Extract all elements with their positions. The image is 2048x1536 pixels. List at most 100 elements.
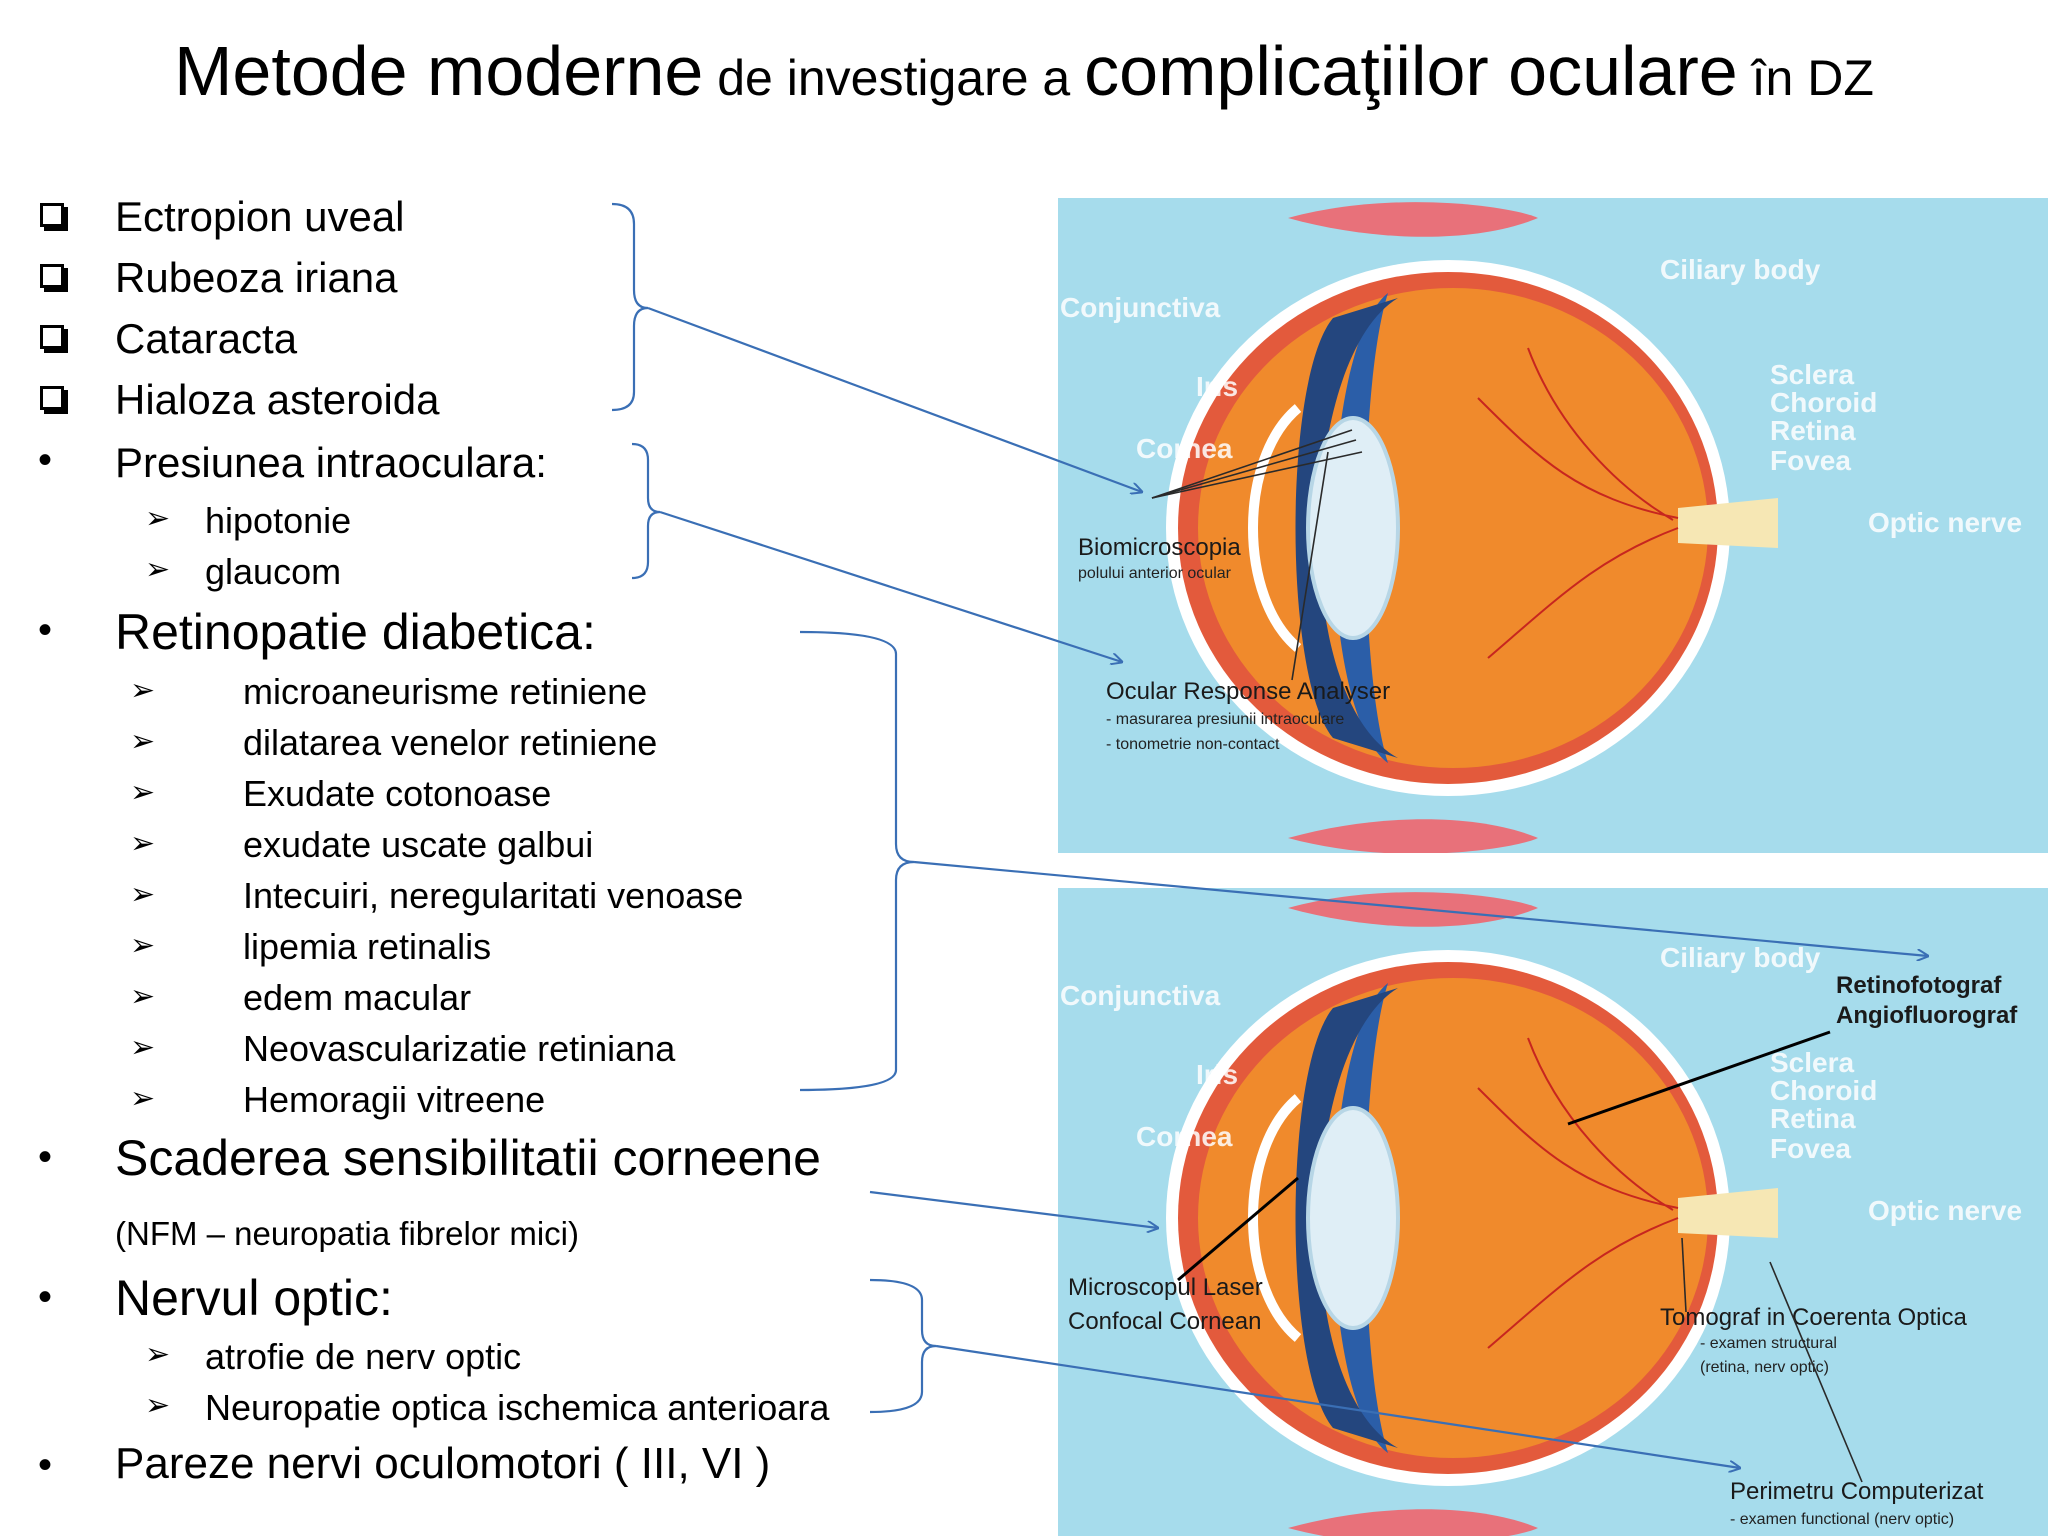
list-item-glaucoma: glaucom: [205, 551, 342, 592]
list-item-retinopathy: Retinopatie diabetica:: [115, 604, 596, 660]
arrow-marker: ➢: [130, 674, 156, 707]
arrow-marker: ➢: [130, 878, 156, 911]
label-biomicroscopy: Biomicroscopia: [1078, 534, 1241, 561]
list-item-corneal-sensitivity: Scaderea sensibilitatii corneene: [115, 1130, 821, 1186]
arrow-marker: ➢: [145, 553, 171, 586]
list-item-oculomotor-paresis: Pareze nervi oculomotori ( III, VI ): [115, 1439, 771, 1488]
label-choroid: Choroid: [1770, 387, 1878, 418]
checkbox-marker: [40, 264, 64, 288]
upper-eyelid: [1288, 202, 1538, 237]
label-choroid: Choroid: [1770, 1075, 1878, 1106]
label-ora-sub-2: - tonometrie non-contact: [1106, 736, 1280, 753]
lens-shape: [1306, 416, 1400, 640]
label-angiofluorograf: Angiofluorograf: [1836, 1002, 2018, 1029]
label-ciliary-body: Ciliary body: [1660, 254, 1821, 285]
label-cornea: Cornea: [1136, 433, 1233, 464]
retina-shape: [1198, 978, 1708, 1458]
bullet-marker: •: [38, 608, 53, 652]
arrow-marker: ➢: [145, 1389, 171, 1422]
checkbox-marker: [40, 386, 64, 410]
bullet-marker: •: [38, 1443, 53, 1487]
label-perimetry-sub: - examen functional (nerv optic): [1730, 1511, 1955, 1528]
arrow-marker: ➢: [130, 776, 156, 809]
arrow-to-ora: [659, 510, 1122, 662]
bracket-anterior-segment: [611, 202, 649, 412]
label-iris: Iris: [1196, 371, 1239, 402]
retinopathy-sign: exudate uscate galbui: [243, 824, 594, 865]
arrow-marker: ➢: [130, 827, 156, 860]
retinal-vessels: [1477, 347, 1679, 659]
arrow-marker: ➢: [130, 725, 156, 758]
retinopathy-sign: Exudate cotonoase: [243, 773, 552, 814]
list-item-ischemic-neuropathy: Neuropatie optica ischemica anterioara: [205, 1387, 830, 1428]
retinopathy-sign: lipemia retinalis: [243, 926, 492, 967]
label-sclera: Sclera: [1770, 1047, 1855, 1078]
list-item-ectropion: Ectropion uveal: [115, 193, 405, 240]
bullet-marker: •: [38, 438, 53, 482]
lens-shape: [1306, 1106, 1400, 1330]
label-computerized-perimetry: Perimetru Computerizat: [1730, 1478, 1984, 1505]
list-item-asteroid-hyalosis: Hialoza asteroida: [115, 376, 440, 423]
label-retina: Retina: [1770, 1103, 1856, 1134]
label-fovea: Fovea: [1770, 1133, 1851, 1164]
label-optic-nerve: Optic nerve: [1868, 1195, 2023, 1226]
lower-eyelid: [1288, 1509, 1538, 1536]
checkbox-marker: [40, 203, 64, 227]
ciliary-shape: [1295, 988, 1398, 1448]
retinopathy-sign: edem macular: [243, 977, 472, 1018]
bracket-iop: [631, 442, 661, 580]
label-oct: Tomograf in Coerenta Optica: [1660, 1304, 1967, 1331]
label-ciliary-body: Ciliary body: [1660, 942, 1821, 973]
label-biomicroscopy-sub: polului anterior ocular: [1078, 565, 1231, 582]
list-item-iop: Presiunea intraoculara:: [115, 439, 547, 486]
label-conjunctiva: Conjunctiva: [1060, 292, 1221, 323]
optic-nerve-shape: [1678, 1188, 1778, 1238]
list-item-optic-atrophy: atrofie de nerv optic: [205, 1336, 522, 1377]
label-ocular-response-analyser: Ocular Response Analyser: [1106, 678, 1391, 705]
label-retinofotograf: Retinofotograf: [1836, 972, 2002, 999]
list-item-cataract: Cataracta: [115, 315, 298, 362]
label-cornea: Cornea: [1136, 1121, 1233, 1152]
title-part-3: complicaţiilor oculare: [1084, 32, 1738, 110]
eye-panel-bottom: Conjunctiva Iris Cornea Ciliary body Scl…: [1058, 888, 2048, 1536]
label-laser-microscope-1: Microscopul Laser: [1068, 1274, 1263, 1301]
arrow-marker: ➢: [130, 1082, 156, 1115]
title-part-4: în DZ: [1737, 50, 1874, 106]
label-conjunctiva: Conjunctiva: [1060, 980, 1221, 1011]
retinopathy-sign: dilatarea venelor retiniene: [243, 722, 658, 763]
label-retina: Retina: [1770, 415, 1856, 446]
retinopathy-sign: Neovascularizatie retiniana: [243, 1028, 676, 1069]
retinopathy-sign: microaneurisme retiniene: [243, 671, 648, 712]
arrow-marker: ➢: [130, 980, 156, 1013]
retinal-vessels: [1477, 1037, 1679, 1349]
arrow-marker: ➢: [130, 929, 156, 962]
bracket-retinopathy: [799, 630, 915, 1092]
upper-eyelid: [1288, 892, 1538, 927]
label-iris: Iris: [1196, 1059, 1239, 1090]
bracket-optic-nerve: [869, 1278, 937, 1414]
eye-panel-top: Conjunctiva Iris Cornea Ciliary body Scl…: [1058, 198, 2048, 853]
label-fovea: Fovea: [1770, 445, 1851, 476]
list-item-rubeosis: Rubeoza iriana: [115, 254, 398, 301]
title-part-2: de investigare a: [703, 50, 1085, 106]
page-title: Metode moderne de investigare a complica…: [0, 30, 2048, 119]
label-oct-sub-1: - examen structural: [1700, 1335, 1837, 1352]
label-sclera: Sclera: [1770, 359, 1855, 390]
list-item-hypotony: hipotonie: [205, 500, 352, 541]
label-ora-sub-1: - masurarea presiunii intraoculare: [1106, 711, 1345, 728]
optic-nerve-shape: [1678, 498, 1778, 548]
checkbox-marker: [40, 325, 64, 349]
retinopathy-sign: Hemoragii vitreene: [243, 1079, 546, 1120]
title-part-1: Metode moderne: [174, 32, 704, 110]
arrow-marker: ➢: [145, 1338, 171, 1371]
retinopathy-sign: Intecuiri, neregularitati venoase: [243, 875, 744, 916]
bullet-marker: •: [38, 1135, 53, 1179]
list-item-sfn-note: (NFM – neuropatia fibrelor mici): [115, 1215, 579, 1252]
label-laser-microscope-2: Confocal Cornean: [1068, 1308, 1262, 1335]
label-optic-nerve: Optic nerve: [1868, 507, 2023, 538]
label-oct-sub-2: (retina, nerv optic): [1700, 1359, 1829, 1376]
bullet-marker: •: [38, 1275, 53, 1319]
arrow-marker: ➢: [145, 502, 171, 535]
lower-eyelid: [1288, 819, 1538, 853]
list-item-optic-nerve: Nervul optic:: [115, 1270, 393, 1326]
